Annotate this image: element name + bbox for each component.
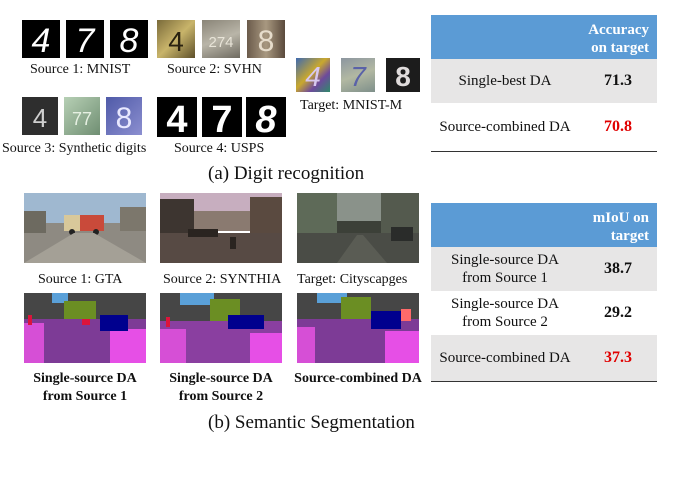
target-mnistm-label: Target: MNIST-M — [300, 98, 403, 113]
mnist-sample-2: 7 — [66, 20, 104, 58]
usps-sample-1: 4 — [157, 97, 197, 137]
result2-label: Single-source DA from Source 2 — [169, 371, 273, 404]
caption-semantic-segmentation: (b) Semantic Segmentation — [208, 412, 415, 433]
miou-table-corner — [431, 203, 579, 247]
svhn-sample-2: 274 — [202, 20, 240, 58]
synth-sample-1: 4 — [22, 97, 58, 135]
miou-row-value: 29.2 — [604, 304, 632, 321]
source2-svhn-label: Source 2: SVHN — [167, 62, 262, 77]
accuracy-row-method: Source-combined DA — [431, 103, 579, 152]
accuracy-header: Accuracy on target — [579, 15, 657, 59]
svhn-sample-3: 8 — [247, 20, 285, 58]
segmentation-result-source1 — [24, 293, 146, 363]
accuracy-row-value: 71.3 — [579, 59, 657, 103]
source1-mnist-label: Source 1: MNIST — [30, 62, 131, 77]
mnistm-sample-1: 4 — [296, 58, 330, 92]
usps-sample-3: 8 — [246, 97, 286, 137]
mnistm-sample-3: 8 — [386, 58, 420, 92]
miou-table: mIoU on target Single-source DA from Sou… — [431, 203, 657, 382]
result1-label: Single-source DA from Source 1 — [33, 371, 137, 404]
accuracy-row-method: Single-best DA — [431, 59, 579, 103]
accuracy-table: Accuracy on target Single-best DA 71.3 S… — [431, 15, 657, 152]
usps-digit-2: 7 — [211, 99, 232, 137]
segmentation-result-source2 — [160, 293, 282, 363]
miou-row-method: Single-source DA from Source 2 — [451, 296, 559, 330]
svhn-sample-1: 4 — [157, 20, 195, 58]
mnistm-digit-3: 8 — [395, 61, 411, 92]
cityscapes-target-image — [297, 193, 419, 263]
mnist-sample-3: 8 — [110, 20, 148, 58]
svhn-digit-3: 8 — [258, 25, 275, 58]
synth-digit-3: 8 — [116, 102, 133, 135]
usps-digit-1: 4 — [166, 99, 187, 137]
mnist-digit-3: 8 — [120, 22, 139, 58]
miou-row-value-highlight: 37.3 — [579, 335, 657, 382]
synth-digit-1: 4 — [33, 103, 47, 133]
svhn-digit-1: 4 — [168, 26, 184, 57]
mnistm-digit-1: 4 — [305, 61, 321, 92]
mnistm-digit-2: 7 — [350, 61, 367, 92]
svhn-digit-2: 274 — [208, 34, 233, 51]
miou-header: mIoU on target — [579, 203, 657, 247]
miou-row-value: 38.7 — [579, 247, 657, 291]
gta-source-image — [24, 193, 146, 263]
source3-synthetic-label: Source 3: Synthetic digits — [2, 141, 147, 156]
target-cityscapes-label: Target: Cityscapges — [297, 272, 408, 287]
synth-sample-3: 8 — [106, 97, 142, 135]
mnist-digit-1: 4 — [32, 22, 51, 58]
source2-synthia-label: Source 2: SYNTHIA — [163, 272, 282, 287]
synthia-source-image — [160, 193, 282, 263]
source1-gta-label: Source 1: GTA — [38, 272, 123, 287]
segmentation-result-combined — [297, 293, 419, 363]
accuracy-row-value-highlight: 70.8 — [579, 103, 657, 152]
miou-row-method: Source-combined DA — [431, 335, 579, 382]
usps-sample-2: 7 — [202, 97, 242, 137]
accuracy-table-corner — [431, 15, 579, 59]
miou-row-method: Single-source DA from Source 1 — [431, 247, 579, 291]
mnistm-sample-2: 7 — [341, 58, 375, 92]
result3-label: Source-combined DA — [294, 371, 422, 386]
mnist-sample-1: 4 — [22, 20, 60, 58]
caption-digit-recognition: (a) Digit recognition — [208, 163, 365, 184]
source4-usps-label: Source 4: USPS — [174, 141, 265, 156]
mnist-digit-2: 7 — [76, 22, 96, 58]
usps-digit-3: 8 — [255, 99, 277, 137]
synth-digit-2: 77 — [72, 109, 92, 129]
synth-sample-2: 77 — [64, 97, 100, 135]
